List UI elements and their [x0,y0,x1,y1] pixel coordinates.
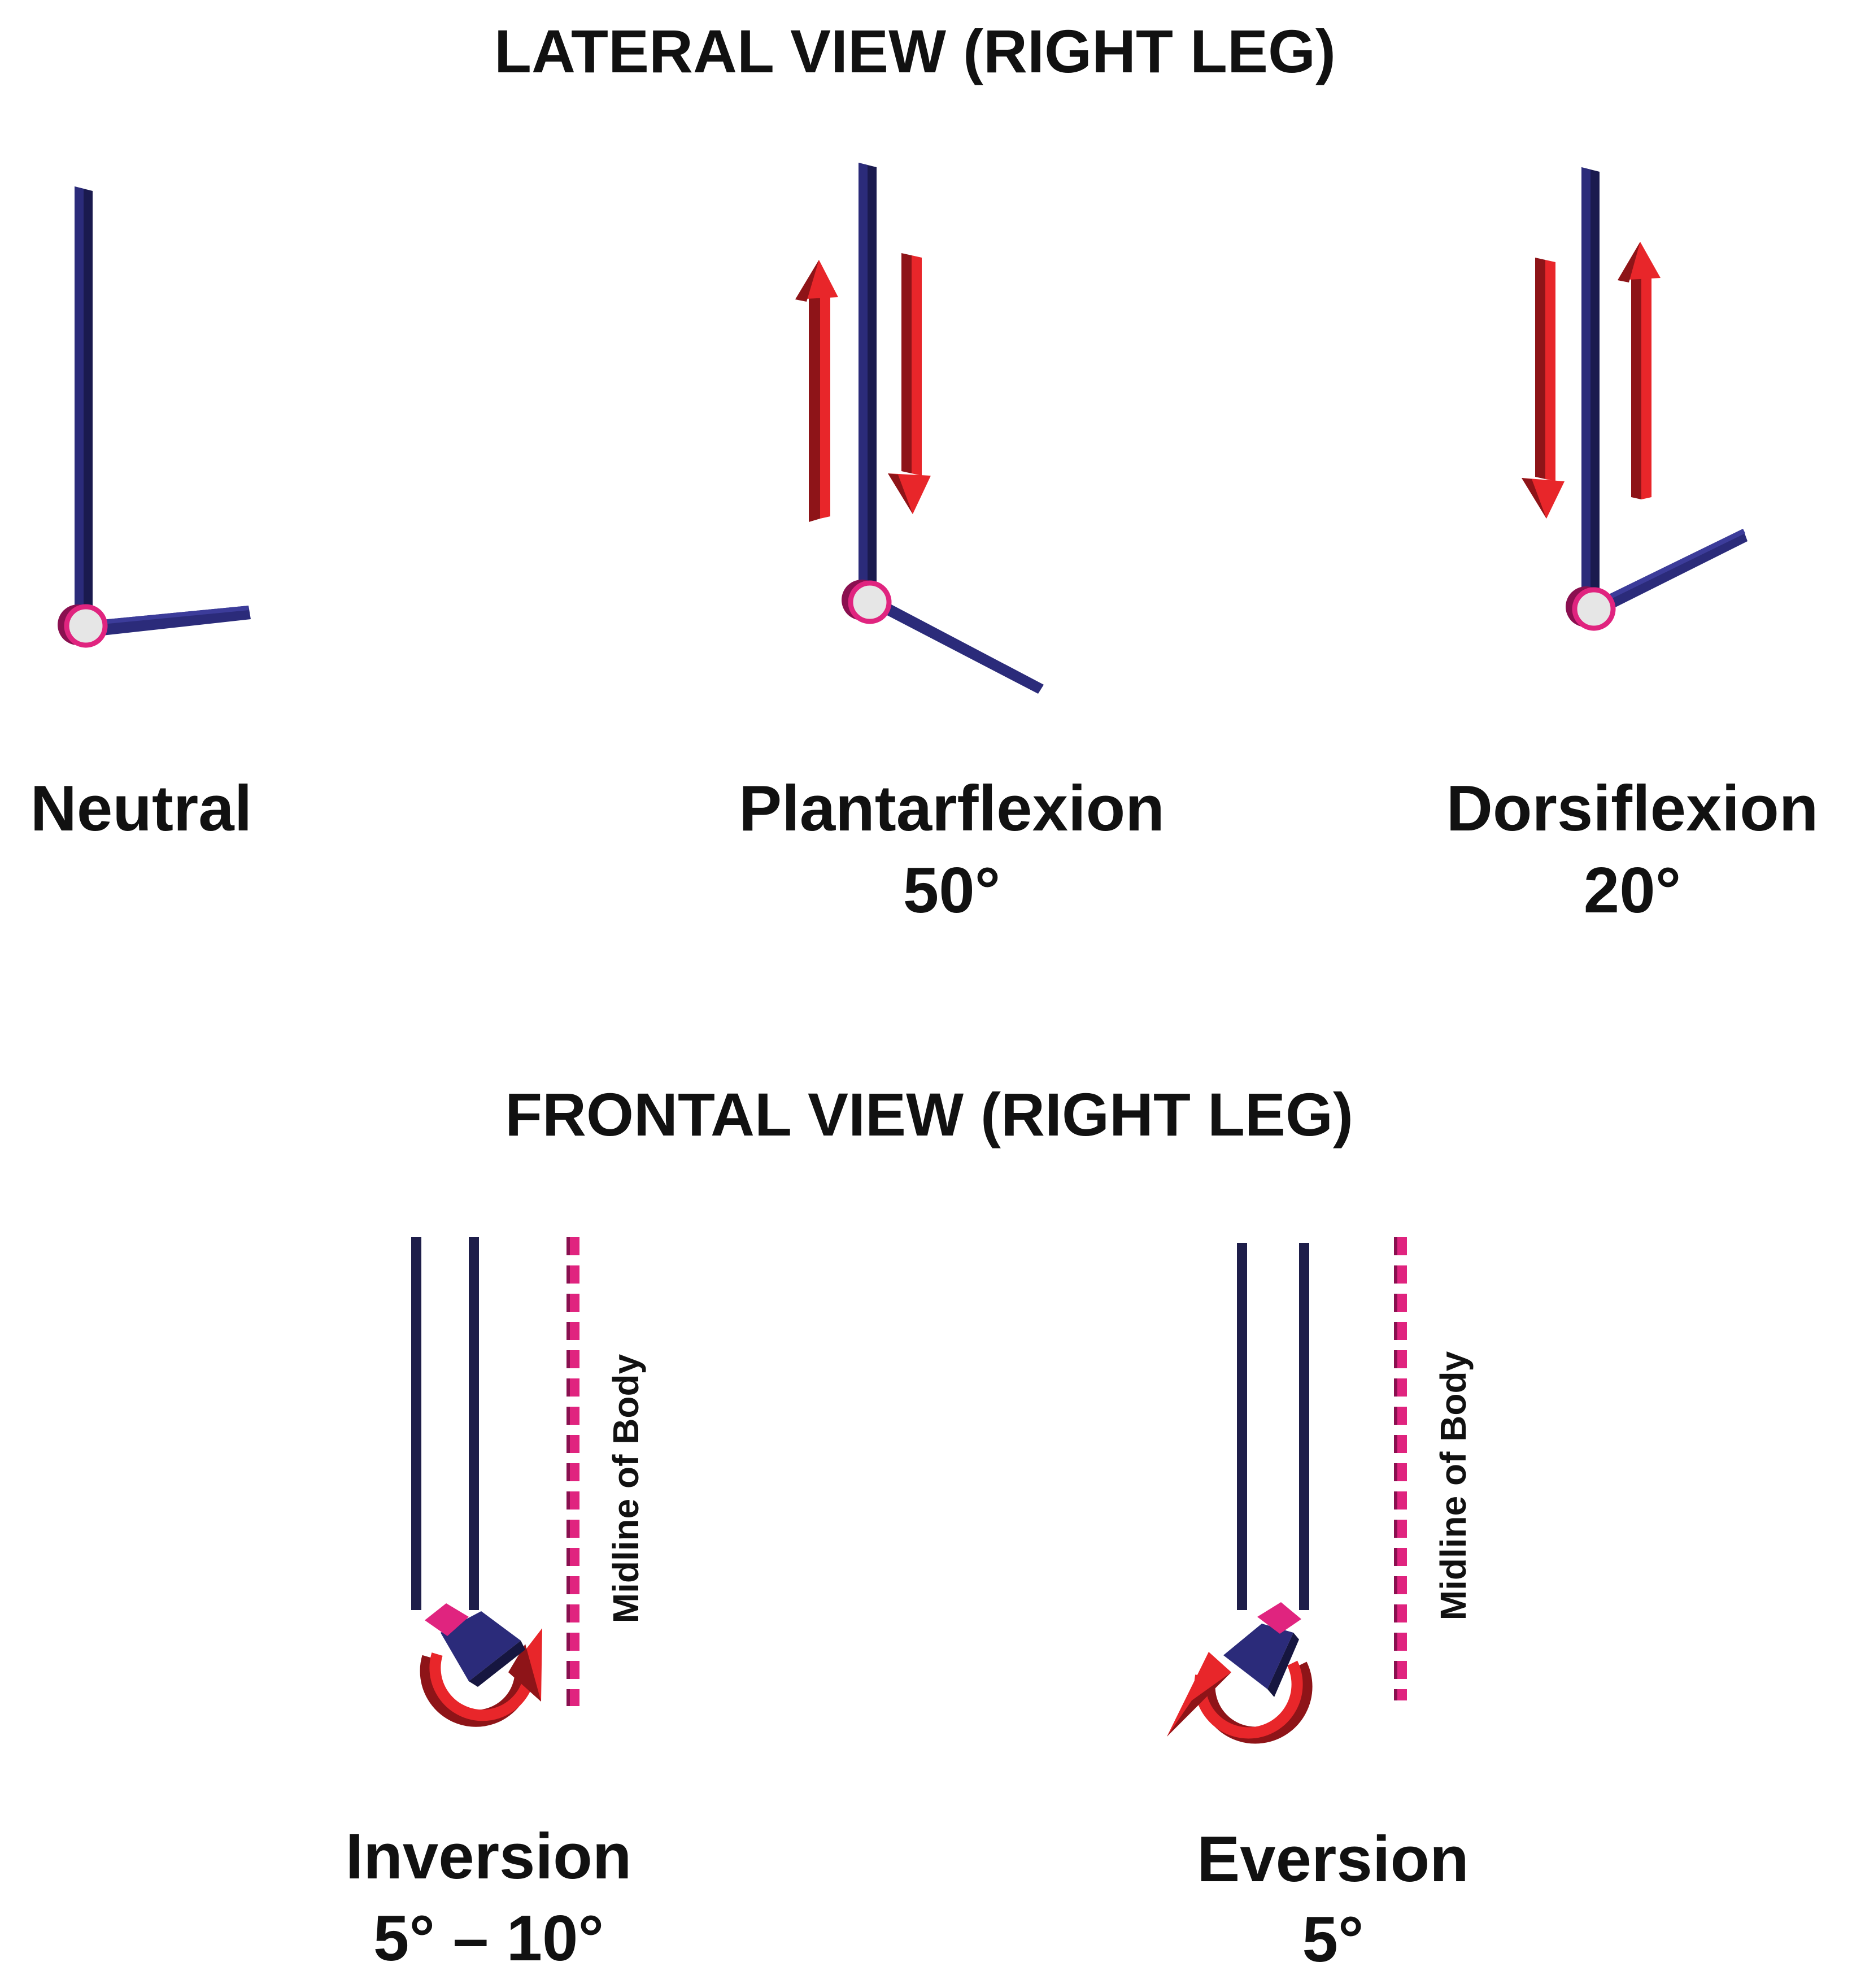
plantarflexion-value: 50° [903,855,1000,926]
inversion-fibula-line [469,1237,479,1610]
frontal-view-title: FRONTAL VIEW (RIGHT LEG) [505,1080,1353,1149]
dorsiflexion-label: Dorsiflexion [1446,773,1819,845]
inversion-rotation-arrow [420,1628,542,1727]
inversion-ankle-figure [411,1237,579,1727]
eversion-joint-marker [1257,1602,1301,1634]
dorsiflexion-down-arrow [1522,258,1565,519]
inversion-foot-block [441,1611,521,1681]
eversion-tibia-line [1237,1243,1247,1610]
eversion-foot-block [1223,1624,1293,1689]
plantarflexion-label: Plantarflexion [739,773,1165,845]
inversion-value: 5° – 10° [373,1903,604,1974]
eversion-value: 5° [1302,1904,1364,1976]
lateral-view-title: LATERAL VIEW (RIGHT LEG) [494,17,1336,85]
plantarflexion-foot-bar [864,593,1044,694]
eversion-midline-label: Midline of Body [1433,1351,1474,1620]
plantarflexion-ankle-figure [795,163,1044,694]
neutral-ankle-figure [58,186,251,648]
dorsiflexion-value: 20° [1584,855,1681,926]
inversion-tibia-line [411,1237,421,1610]
dorsiflexion-up-arrow [1618,242,1661,499]
eversion-fibula-line [1299,1243,1309,1610]
dorsiflexion-ankle-figure [1522,167,1748,631]
eversion-ankle-figure [1167,1237,1407,1744]
inversion-midline-label: Midline of Body [605,1354,646,1623]
inversion-joint-marker [425,1603,469,1636]
neutral-label: Neutral [30,773,252,845]
plantarflexion-down-arrow [888,253,931,514]
inversion-label: Inversion [346,1821,632,1893]
eversion-rotation-arrow [1167,1652,1313,1744]
plantarflexion-up-arrow [795,260,838,522]
eversion-label: Eversion [1197,1824,1469,1895]
